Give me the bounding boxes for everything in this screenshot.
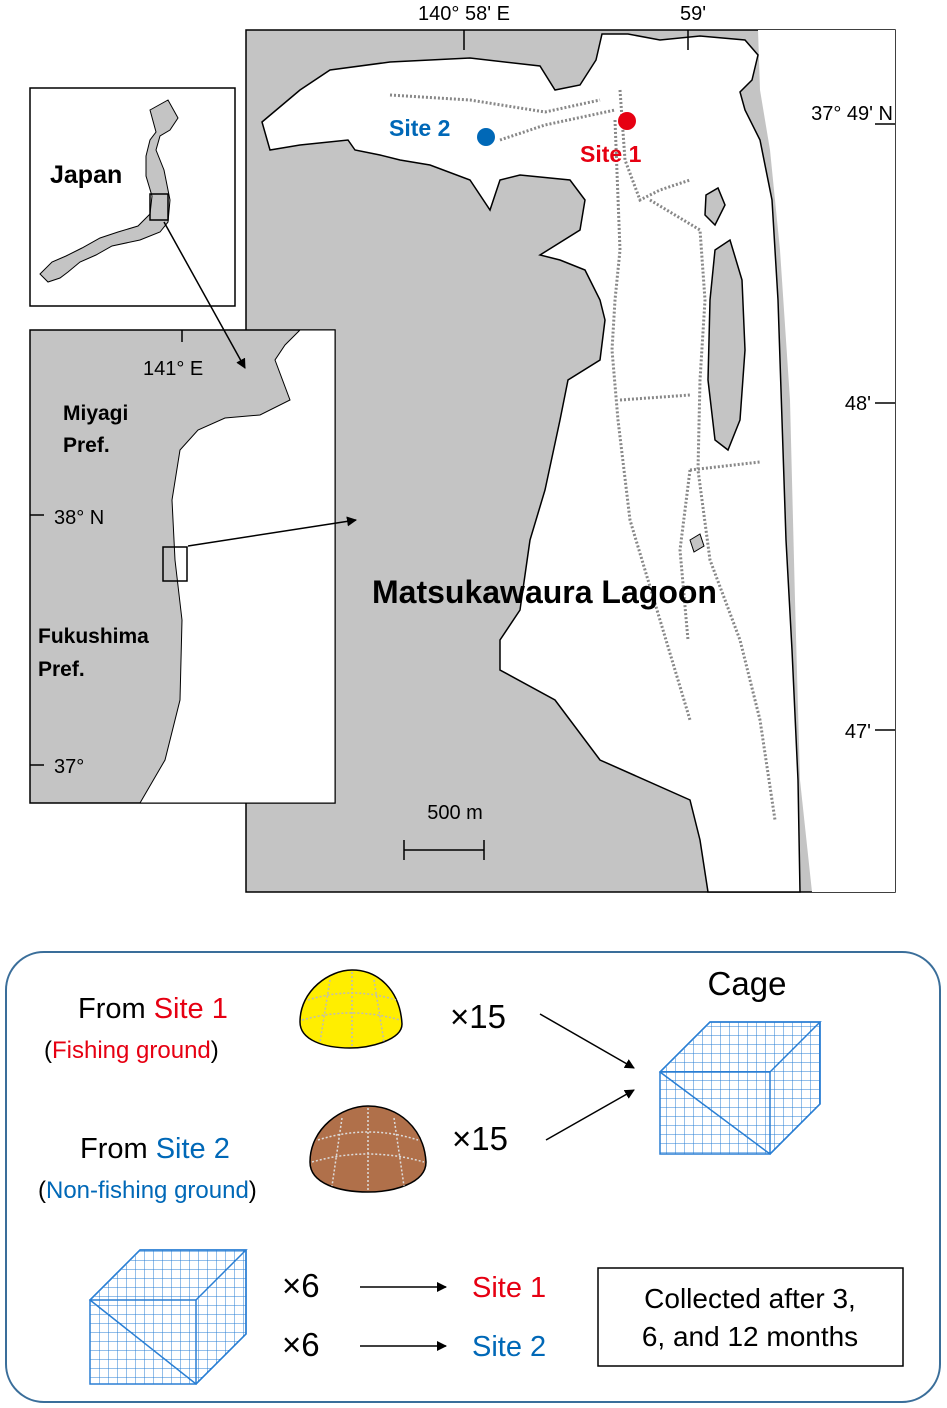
island-tiny [689, 533, 705, 553]
deploy-count-site-1: ×6 [282, 1267, 320, 1304]
latitude-label-1: 37° 49' N [811, 103, 893, 125]
fishing-ground-line: (Fishing ground) [44, 1037, 219, 1064]
region-focus-box [162, 546, 188, 582]
count-15-site-1: ×15 [450, 998, 506, 1035]
japan-label: Japan [50, 161, 122, 189]
latitude-label-2: 48' [845, 393, 871, 415]
arrow-site2-to-cage [545, 1089, 635, 1141]
collection-text-line1: Collected after 3, [644, 1283, 856, 1314]
miyagi-label-line1: Miyagi [63, 402, 128, 425]
region-inset: 141° E Miyagi Pref. 38° N Fukushima Pref… [29, 329, 336, 804]
count-15-site-2: ×15 [452, 1120, 508, 1157]
cage-icon [658, 1021, 822, 1155]
sea-area [758, 30, 895, 892]
latitude-37-label: 37° [54, 756, 84, 778]
site-1-label: Site 1 [580, 141, 642, 167]
latitude-label-3: 47' [845, 721, 871, 743]
collection-box [597, 1267, 904, 1367]
scale-bar [403, 840, 485, 860]
from-site-1-line: From Site 1 [78, 993, 228, 1025]
clam-brown-icon [309, 1105, 427, 1193]
island-long [707, 238, 746, 452]
island-small [704, 186, 726, 227]
arrow-region-to-map [187, 516, 357, 547]
region-longitude-label: 141° E [143, 358, 203, 380]
cage-title: Cage [708, 965, 787, 1002]
main-map: 140° 58' E 59' 37° 49' N 48' 47' Site 2 … [245, 3, 896, 893]
japan-inset: Japan [29, 87, 236, 307]
collection-text-line2: 6, and 12 months [642, 1321, 858, 1352]
lagoon-label: Matsukawaura Lagoon [372, 574, 717, 610]
longitude-label-1: 140° 58' E [418, 3, 510, 25]
dotted-channels [389, 89, 777, 821]
map-ticks [463, 30, 895, 731]
site-2-label: Site 2 [389, 115, 450, 141]
experiment-panel: Cage From Site 1 (Fishing ground) ×15 Fr… [5, 951, 941, 1403]
lagoon-water [261, 33, 801, 893]
site-1-marker [618, 112, 636, 130]
japan-focus-box [149, 193, 169, 221]
region-sea [139, 329, 336, 804]
miyagi-label-line2: Pref. [63, 434, 110, 457]
arrow-japan-to-region [163, 221, 246, 369]
site-2-marker [477, 128, 495, 146]
arrow-site1-to-cage [539, 1013, 635, 1069]
deploy-site-1-label: Site 1 [472, 1272, 546, 1304]
longitude-label-2: 59' [680, 3, 706, 25]
deploy-count-site-2: ×6 [282, 1326, 320, 1363]
non-fishing-ground-line: (Non-fishing ground) [38, 1177, 257, 1204]
cage-small-icon [88, 1249, 248, 1386]
japan-outline [39, 99, 179, 283]
fukushima-label-line2: Pref. [38, 658, 85, 681]
deploy-site-2-label: Site 2 [472, 1331, 546, 1363]
latitude-38-label: 38° N [54, 507, 104, 529]
fukushima-label-line1: Fukushima [38, 625, 149, 648]
clam-yellow-icon [299, 969, 403, 1049]
scale-label: 500 m [427, 802, 483, 824]
from-site-2-line: From Site 2 [80, 1133, 230, 1165]
